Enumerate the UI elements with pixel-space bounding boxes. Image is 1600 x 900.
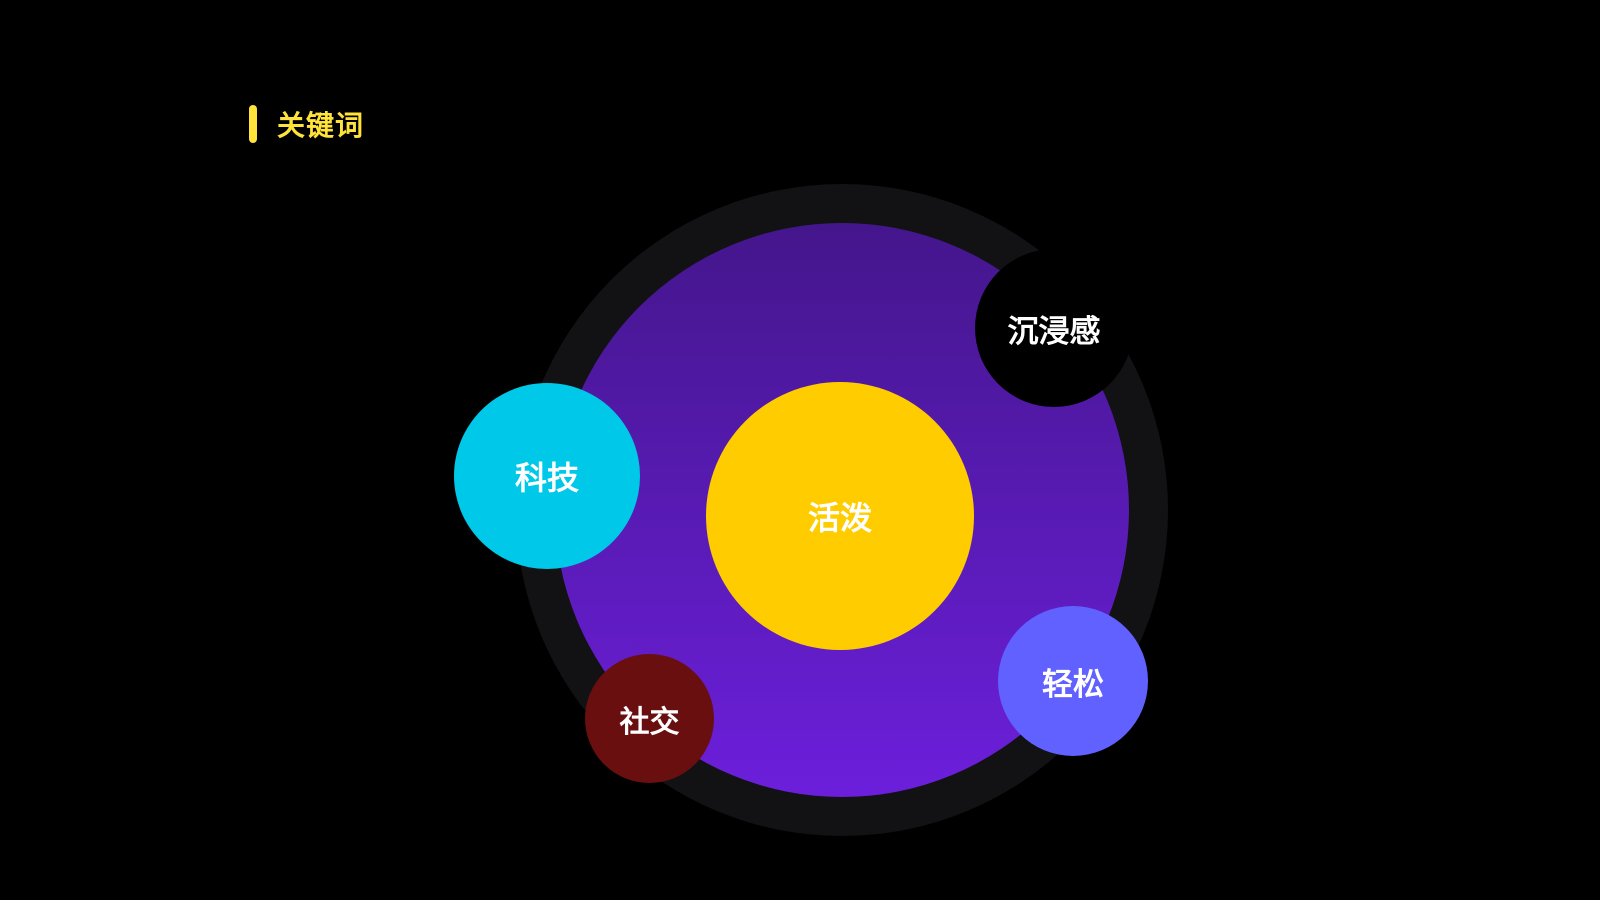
heading-title: 关键词 <box>277 109 365 142</box>
heading-accent-bar <box>249 105 257 143</box>
keyword-label-tech: 科技 <box>514 459 579 497</box>
section-heading: 关键词 <box>249 104 364 144</box>
keyword-label-relax: 轻松 <box>1042 666 1104 703</box>
center-keyword-bubble: 活泼 <box>706 382 974 650</box>
keyword-bubble-tech: 科技 <box>454 383 640 569</box>
keyword-bubble-social: 社交 <box>585 654 714 783</box>
center-keyword-label: 活泼 <box>807 499 872 537</box>
keyword-label-social: 社交 <box>619 704 680 740</box>
keyword-bubble-relax: 轻松 <box>998 606 1148 756</box>
keyword-label-immersive: 沉浸感 <box>1007 313 1101 350</box>
keyword-bubble-immersive: 沉浸感 <box>975 249 1133 407</box>
